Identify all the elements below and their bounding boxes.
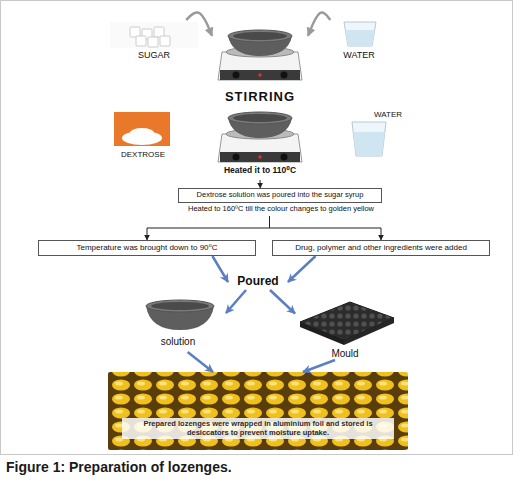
process-box: Temperature was brought down to 90⁰C xyxy=(38,240,256,256)
flow-arrow xyxy=(270,290,295,314)
lozenges-result: Prepared lozenges were wrapped in alumin… xyxy=(108,372,408,450)
node-label: STIRRING xyxy=(212,90,308,105)
node-label: Mould xyxy=(295,348,395,360)
process-box: Drug, polymer and other ingredients were… xyxy=(272,240,490,256)
node-label: Poured xyxy=(228,275,288,289)
water-ingredient: WATER xyxy=(318,20,400,62)
flow-arrow xyxy=(226,290,246,313)
node-label: solution xyxy=(130,336,226,348)
node-label: Heated it to 110⁰C xyxy=(200,166,320,176)
stirring-hotplate: STIRRING xyxy=(212,16,308,106)
flow-arrow xyxy=(288,256,316,282)
bowl-inside xyxy=(151,302,209,310)
dextrose-powder xyxy=(130,128,154,138)
node-label: Temperature was brought down to 90⁰C xyxy=(38,240,256,256)
water-ingredient: WATER xyxy=(328,108,402,158)
node-label: Prepared lozenges were wrapped in alumin… xyxy=(122,418,394,439)
node-label: DEXTROSE xyxy=(112,150,174,159)
process-step: Dextrose solution was poured into the su… xyxy=(166,188,396,216)
node-label: WATER xyxy=(328,110,402,119)
mould-tray xyxy=(300,302,394,340)
water-glass xyxy=(344,22,376,46)
node-label: WATER xyxy=(318,50,400,60)
hotplate-with-bowl xyxy=(218,112,302,162)
solution-bowl: solution xyxy=(130,300,226,352)
heating-hotplate: Heated it to 110⁰C xyxy=(200,108,320,180)
lozenges-photo xyxy=(108,372,408,450)
dextrose-ingredient: DEXTROSE xyxy=(112,110,174,160)
sugar-cube xyxy=(160,36,170,46)
sugar-photo xyxy=(110,22,198,48)
hotplate-with-bowl xyxy=(218,30,302,80)
sugar-ingredient: SUGAR xyxy=(108,20,200,62)
dextrose-photo xyxy=(114,112,170,146)
node-label: Drug, polymer and other ingredients were… xyxy=(272,240,490,256)
bowl-rim xyxy=(146,300,214,312)
node-label: Dextrose solution was poured into the su… xyxy=(178,188,382,203)
flow-arrow xyxy=(186,13,212,36)
sugar-cube xyxy=(148,37,158,47)
flow-arrow xyxy=(303,360,335,372)
flow-arrow xyxy=(270,216,382,240)
flow-arrow xyxy=(260,180,261,188)
water-fill xyxy=(345,30,374,46)
figure-frame xyxy=(1,1,513,455)
water-fill xyxy=(353,132,385,156)
flow-arrow xyxy=(147,216,270,240)
mould-tray: Mould xyxy=(295,298,395,360)
node-note: Heated to 160⁰C till the colour changes … xyxy=(166,205,396,214)
step-label: Poured xyxy=(228,274,288,290)
figure-caption: Figure 1: Preparation of lozenges. xyxy=(6,459,232,475)
node-label: SUGAR xyxy=(108,50,200,60)
water-glass xyxy=(352,122,386,156)
flow-arrow xyxy=(212,256,228,282)
sugar-cube xyxy=(136,36,146,46)
flow-arrow xyxy=(188,352,213,372)
flow-arrow xyxy=(308,13,330,36)
